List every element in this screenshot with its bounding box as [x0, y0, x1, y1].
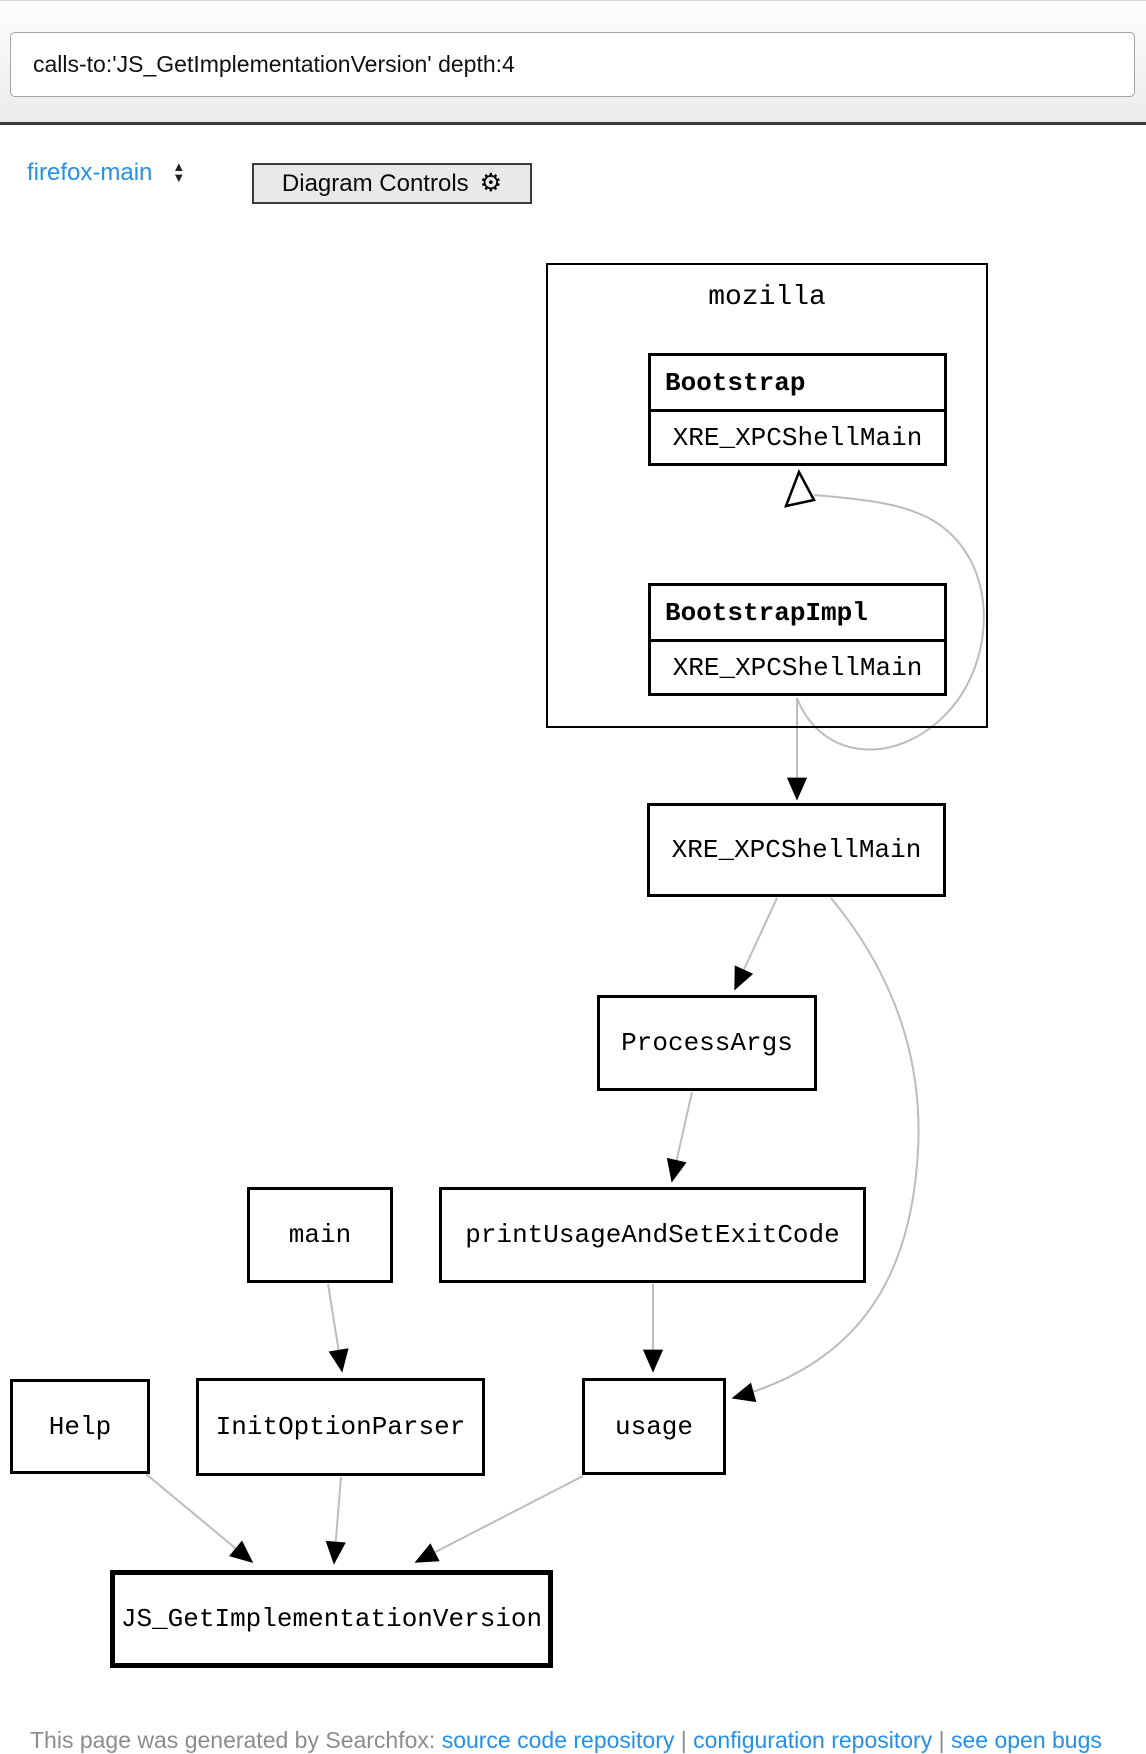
cluster-mozilla [546, 263, 988, 728]
edge-xre-to-processargs [734, 897, 778, 991]
search-input[interactable] [10, 32, 1135, 97]
footer-separator: | [932, 1727, 951, 1753]
footer-link-source-code-repository[interactable]: source code repository [441, 1727, 675, 1753]
node-js-getimplementationversion[interactable]: JS_GetImplementationVersion [110, 1570, 553, 1668]
diagram-controls-label: Diagram Controls [281, 169, 469, 197]
node-help[interactable]: Help [10, 1379, 150, 1474]
footer-separator: | [674, 1727, 694, 1753]
footer: This page was generated by Searchfox: so… [30, 1727, 1146, 1754]
table-bootstrapimpl-row[interactable]: XRE_XPCShellMain [672, 652, 923, 683]
chevron-down-icon: ▼ [172, 170, 186, 185]
edge-initoptionparser-to-js [325, 1476, 346, 1565]
tree-selector[interactable]: firefox-main ▲ ▼ [27, 152, 185, 194]
table-bootstrap-header[interactable]: Bootstrap [651, 356, 944, 412]
table-bootstrapimpl: BootstrapImpl XRE_XPCShellMain [648, 583, 947, 696]
edge-processargs-to-printusage [666, 1091, 693, 1183]
table-bootstrap: Bootstrap XRE_XPCShellMain [648, 353, 947, 466]
edge-xre-to-usage [731, 897, 920, 1403]
footer-text: This page was generated by Searchfox: [30, 1727, 442, 1753]
footer-link-configuration-repository[interactable]: configuration repository [693, 1727, 933, 1753]
footer-link-see-open-bugs[interactable]: see open bugs [950, 1727, 1102, 1753]
table-bootstrap-row[interactable]: XRE_XPCShellMain [672, 422, 923, 453]
node-xre-xpcshellmain[interactable]: XRE_XPCShellMain [647, 803, 946, 897]
node-initoptionparser[interactable]: InitOptionParser [196, 1378, 485, 1476]
node-main[interactable]: main [247, 1187, 393, 1283]
node-processargs[interactable]: ProcessArgs [597, 995, 817, 1091]
chevron-up-icon: ▲ [172, 159, 186, 174]
header-divider [0, 122, 1146, 125]
select-updown-icon: ▲ ▼ [172, 159, 186, 185]
node-printusageandsetexitcode[interactable]: printUsageAndSetExitCode [439, 1187, 866, 1283]
edge-usage-to-js [414, 1475, 584, 1563]
gear-icon: ⚙ [479, 169, 503, 197]
table-bootstrapimpl-header[interactable]: BootstrapImpl [651, 586, 944, 642]
diagram-controls-button[interactable]: Diagram Controls ⚙ [252, 163, 532, 204]
cluster-mozilla-label: mozilla [708, 282, 826, 313]
tree-selector-label[interactable]: firefox-main [27, 159, 153, 186]
edge-main-to-initoptionparser [327, 1283, 349, 1373]
node-usage[interactable]: usage [582, 1378, 726, 1475]
edge-help-to-js [145, 1473, 254, 1564]
